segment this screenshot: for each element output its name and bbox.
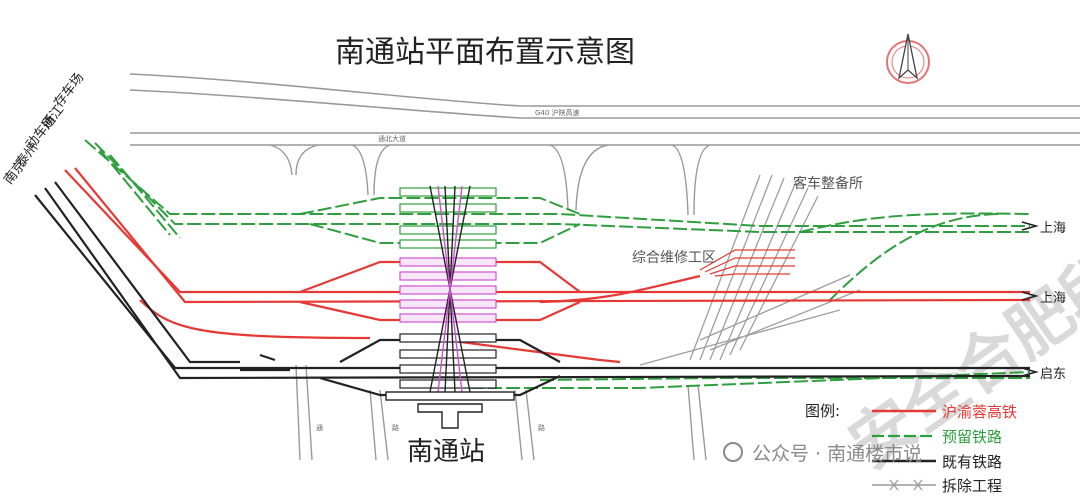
coach-yard-label: 客车整备所 bbox=[793, 175, 863, 192]
road-vertical-2: 路 bbox=[392, 423, 399, 432]
road-vertical-1: 通 bbox=[316, 423, 323, 432]
coach-yard-tracks bbox=[639, 174, 861, 366]
legend-reserved: 预留铁路 bbox=[872, 428, 1002, 446]
legend-removed: 拆除工程 bbox=[872, 477, 1002, 495]
road-label: 通北大道 bbox=[378, 134, 406, 143]
svg-text:拆除工程: 拆除工程 bbox=[942, 477, 1002, 495]
highway-g40 bbox=[129, 73, 1080, 119]
arrow-shanghai-2-icon bbox=[1021, 291, 1039, 301]
road-vertical-3: 路 bbox=[538, 423, 545, 432]
dest-right-3: 启东 bbox=[1040, 367, 1066, 382]
north-compass-icon bbox=[886, 33, 930, 84]
vertical-roads bbox=[295, 364, 707, 461]
diagram-title: 南通站平面布置示意图 bbox=[335, 35, 635, 70]
dest-right-2: 上海 bbox=[1040, 291, 1066, 306]
legend-title: 图例: bbox=[805, 402, 840, 420]
maintenance-label: 综合维修工区 bbox=[632, 250, 716, 266]
reserved-railway-tracks bbox=[84, 139, 1031, 389]
road-ramps bbox=[269, 144, 711, 216]
station-name: 南通站 bbox=[407, 437, 485, 467]
station-building bbox=[385, 391, 515, 429]
arrow-qidong-icon bbox=[1021, 367, 1039, 377]
road-tongbei bbox=[130, 132, 1080, 146]
watermark: 公众号 · 南通楼市说 bbox=[723, 442, 922, 465]
arrow-shanghai-1-icon bbox=[1021, 221, 1039, 231]
maintenance-tracks bbox=[699, 249, 795, 277]
svg-text:公众号 · 南通楼市说: 公众号 · 南通楼市说 bbox=[752, 443, 922, 465]
svg-text:预留铁路: 预留铁路 bbox=[942, 428, 1002, 446]
footbridge bbox=[429, 185, 471, 393]
legend-highspeed: 沪渝蓉高铁 bbox=[872, 403, 1017, 421]
highspeed-railway-tracks bbox=[64, 167, 1031, 364]
dest-right-1: 上海 bbox=[1040, 221, 1066, 236]
highway-label: G40 沪陕高速 bbox=[535, 108, 580, 117]
svg-text:既有铁路: 既有铁路 bbox=[942, 453, 1002, 471]
legend-existing: 既有铁路 bbox=[872, 453, 1002, 471]
svg-text:沪渝蓉高铁: 沪渝蓉高铁 bbox=[942, 403, 1017, 421]
